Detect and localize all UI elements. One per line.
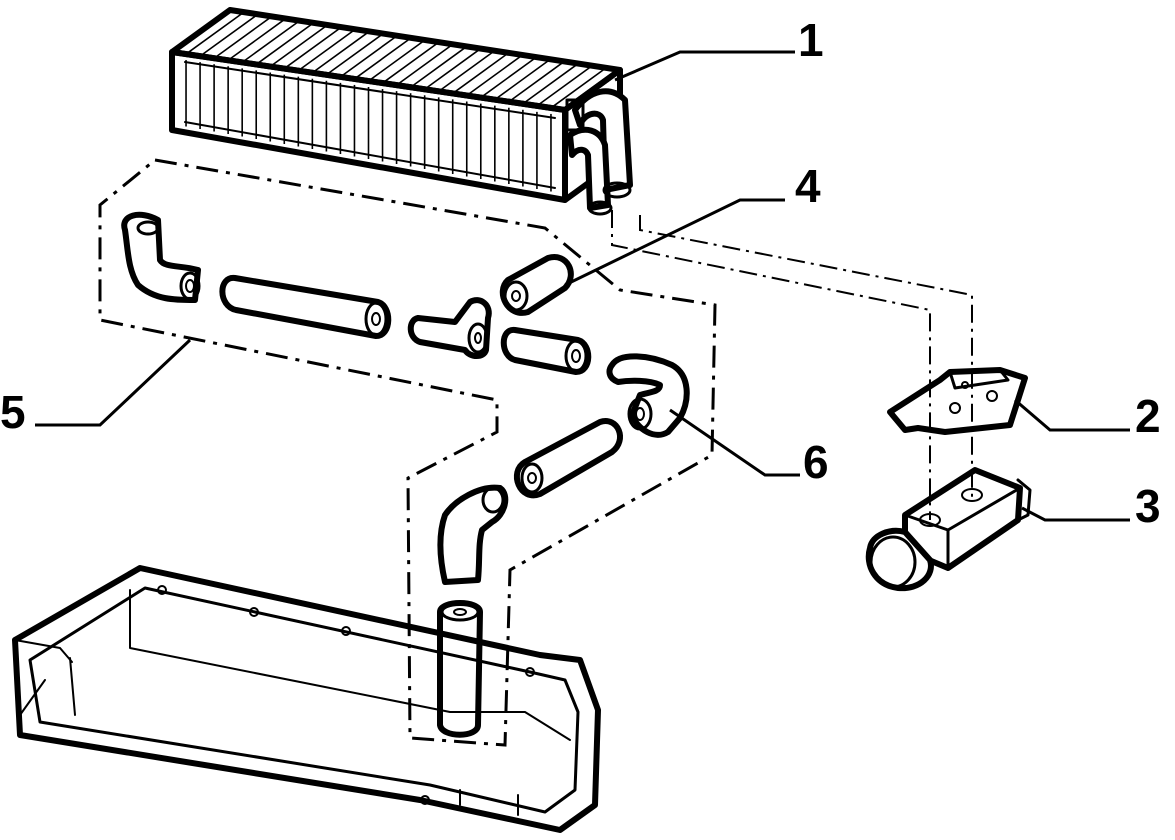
- radiator-top-fins: [185, 11, 607, 109]
- callout-3: 3: [1135, 480, 1161, 532]
- radiator-top-fin: [213, 15, 273, 59]
- drain-tray[interactable]: [12, 565, 601, 833]
- radiator-top-fin: [536, 65, 593, 107]
- callout-6: 6: [803, 436, 829, 488]
- radiator-top-fin: [424, 47, 482, 90]
- radiator-fins: [185, 60, 552, 192]
- radiator-top-fin: [452, 52, 510, 95]
- radiator-top-fin: [382, 41, 440, 84]
- radiator-top-fin: [550, 67, 607, 109]
- radiator-top-fin: [480, 56, 537, 99]
- radiator-top-fin: [494, 58, 551, 101]
- radiator-top-fin: [255, 22, 315, 66]
- expansion-valve[interactable]: [865, 467, 1032, 592]
- callout-5: 5: [0, 386, 26, 438]
- radiator-top-fin: [466, 54, 523, 97]
- radiator-top-fin: [297, 28, 356, 72]
- radiator-top-fin: [241, 20, 301, 64]
- callout-2: 2: [1135, 390, 1161, 442]
- mounting-plate[interactable]: [887, 367, 1028, 435]
- radiator-top-fin: [368, 39, 426, 82]
- radiator-top-fin: [396, 43, 454, 86]
- hose-kit-group-outline: [98, 158, 717, 747]
- alignment-lines: [611, 210, 973, 520]
- radiator-top-fin: [185, 11, 245, 55]
- radiator-top-fin: [325, 32, 384, 76]
- radiator-top-fin: [353, 37, 412, 80]
- radiator-top-fin: [339, 35, 398, 78]
- radiator-top-fin: [508, 60, 565, 103]
- radiator-top-fin: [522, 62, 579, 105]
- radiator-top-fin: [227, 17, 287, 61]
- heater-radiator[interactable]: [169, 7, 633, 216]
- radiator-top-fin: [269, 24, 328, 68]
- callout-1: 1: [798, 14, 824, 66]
- leader-lines: [35, 50, 1130, 522]
- callout-labels: 1 2 3 4 5 6: [0, 14, 1161, 532]
- radiator-top-fin: [311, 30, 370, 74]
- radiator-top-fin: [410, 45, 468, 88]
- radiator-top-fin: [199, 13, 259, 57]
- hose-set[interactable]: [121, 211, 690, 738]
- radiator-top-fin: [283, 26, 342, 70]
- radiator-top-fin: [438, 50, 496, 93]
- callout-4: 4: [795, 160, 821, 212]
